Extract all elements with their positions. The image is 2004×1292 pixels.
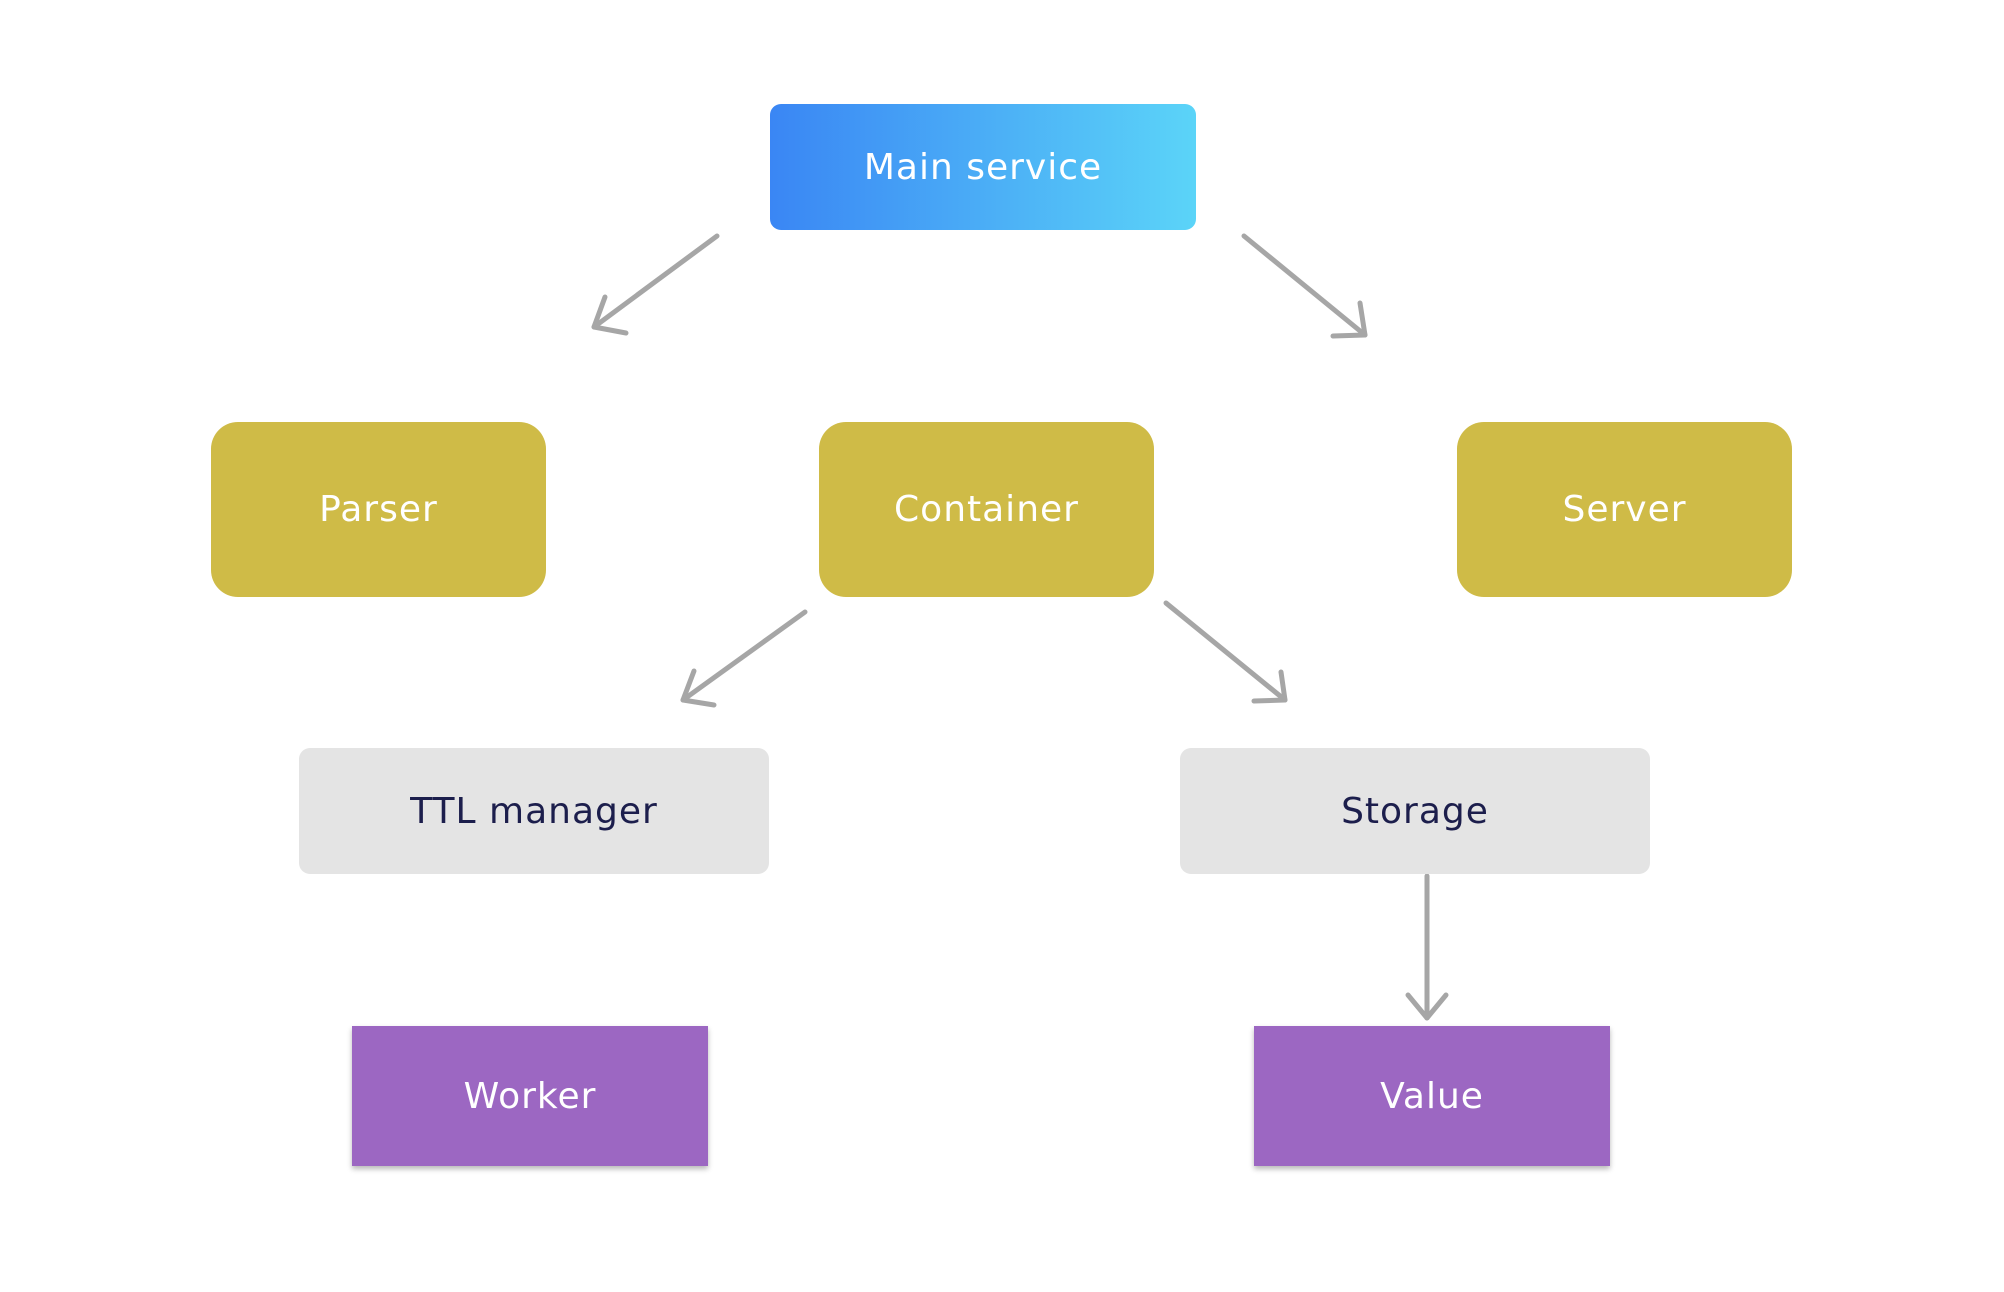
node-label: Worker: [463, 1075, 597, 1117]
node-label: TTL manager: [410, 790, 658, 832]
node-label: Parser: [319, 489, 438, 530]
node-ttl-manager[interactable]: TTL manager: [299, 748, 769, 874]
node-server[interactable]: Server: [1457, 422, 1792, 597]
node-parser[interactable]: Parser: [211, 422, 546, 597]
edge-main-service-to-parser: [591, 233, 720, 336]
node-main-service[interactable]: Main service: [770, 104, 1196, 230]
arrowhead-icon: [1251, 669, 1288, 704]
arrowhead-icon: [680, 668, 717, 708]
edge-storage-to-value: [1405, 873, 1449, 1021]
node-storage[interactable]: Storage: [1180, 748, 1650, 874]
edge-line: [591, 233, 720, 330]
node-label: Container: [894, 489, 1079, 530]
edge-line: [1163, 600, 1288, 703]
arrowhead-icon: [591, 294, 629, 336]
node-label: Server: [1562, 489, 1687, 530]
edge-line: [1241, 233, 1368, 338]
edge-container-to-ttl-manager: [680, 609, 808, 708]
node-label: Value: [1380, 1075, 1484, 1117]
edge-line: [680, 609, 808, 703]
node-label: Main service: [863, 146, 1103, 188]
arrowhead-icon: [1330, 300, 1368, 339]
edge-container-to-storage: [1163, 600, 1288, 704]
arrowhead-icon: [1405, 992, 1449, 1021]
node-label: Storage: [1341, 790, 1489, 832]
node-worker[interactable]: Worker: [352, 1026, 708, 1166]
node-value[interactable]: Value: [1254, 1026, 1610, 1166]
edge-main-service-to-server: [1241, 233, 1368, 339]
node-container[interactable]: Container: [819, 422, 1154, 597]
